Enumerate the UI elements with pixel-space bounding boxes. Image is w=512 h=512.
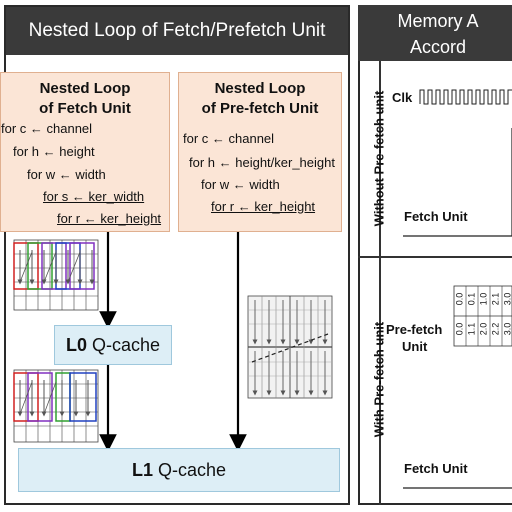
feature-grid-bottom [13,369,99,443]
fetch-unit-label-top: Fetch Unit [404,209,468,224]
right-title-line-2: Accord [409,37,467,57]
without-prefetch-label: Without Pre-fetch unit [371,90,387,227]
l1-q-cache: L1 Q-cache [18,448,340,492]
prefetch-loop-line-1: for c ← channel [183,131,275,146]
prefetch-loop-line-4: for r ← ker_height [211,199,316,214]
l0-cache-label: Q-cache [86,334,161,355]
with-prefetch-label: With Pre-fetch unit [371,321,387,438]
l1-cache-bold: L1 [131,459,153,480]
prefetch-box-title-2: of Pre-fetch Unit [201,100,319,117]
fetch-loop-line-1: for c ← channel [1,121,93,136]
right-title-line-1: Memory A [397,11,479,31]
prefetch-grid [247,295,333,399]
prefetch-unit-label-2: Unit [402,339,428,354]
fetch-loop-line-3: for w ← width [27,167,106,182]
l0-cache-bold: L0 [65,334,87,355]
prefetch-unit-label-1: Pre-fetch [386,322,443,337]
fetch-box-title-1: Nested Loop [39,80,131,97]
fetch-loop-box: Nested Loop of Fetch Unit for c ← channe… [0,72,170,232]
right-horizontal-divider [358,256,512,258]
prefetch-box-title-1: Nested Loop [214,80,306,97]
left-panel-title: Nested Loop of Fetch/Prefetch Unit [6,7,348,55]
right-panel-title: Memory A Accord [358,5,512,61]
fetch-loop-line-4: for s ← ker_width [43,189,145,204]
right-vertical-divider [379,61,381,505]
prefetch-loop-line-3: for w ← width [201,177,280,192]
prefetch-loop-line-2: for h ← height/ker_height [189,155,335,170]
feature-grid-top [13,239,99,311]
l0-q-cache: L0 Q-cache [54,325,172,365]
fetch-loop-line-2: for h ← height [13,144,95,159]
clock-waveform [419,89,512,105]
fetch-box-title-2: of Fetch Unit [39,100,131,117]
fetch-loop-line-5: for r ← ker_height [57,211,162,226]
prefetch-cell-table [453,285,512,347]
fetch-unit-label-bottom: Fetch Unit [404,461,468,476]
prefetch-loop-box: Nested Loop of Pre-fetch Unit for c ← ch… [178,72,342,232]
l1-cache-label: Q-cache [152,459,227,480]
left-title-text: Nested Loop of Fetch/Prefetch Unit [28,20,326,41]
clk-label: Clk [392,90,413,105]
